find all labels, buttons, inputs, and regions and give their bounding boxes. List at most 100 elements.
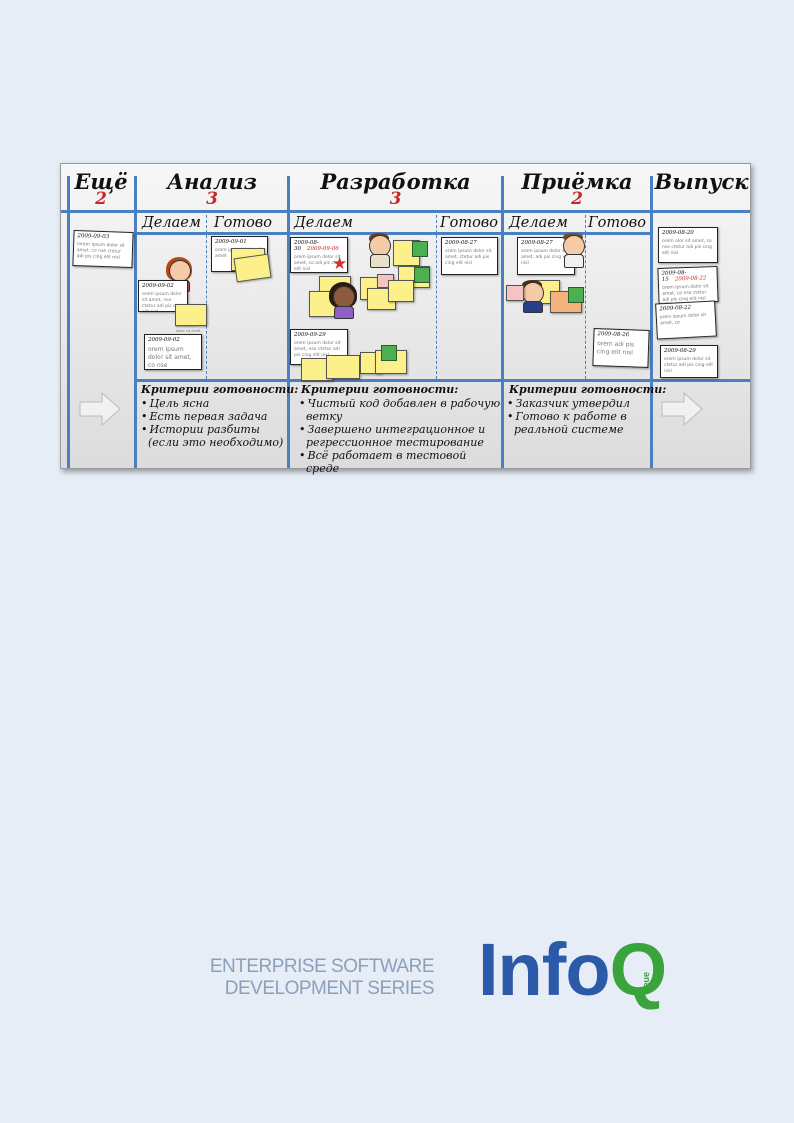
green-marker — [381, 345, 397, 361]
column-divider — [650, 176, 653, 468]
column-divider — [287, 176, 290, 468]
criteria-item: Всё работает в тестовой среде — [299, 449, 501, 475]
task-card: 2009-08-20 orem olor sit amet, co nse ct… — [658, 227, 718, 263]
criteria-item: Заказчик утвердил — [507, 397, 647, 410]
task-card: 2009-08-26 orem adi pis cing elit nisl — [592, 328, 650, 368]
criteria-item: Истории разбиты (если это необходимо) — [141, 423, 286, 449]
criteria-line — [136, 379, 750, 382]
sticky-note — [388, 280, 414, 302]
card-date-due: 2009-09-06 — [307, 246, 339, 252]
criteria-list-development: Чистый код добавлен в рабочую ветку Заве… — [299, 397, 501, 475]
avatar — [520, 280, 544, 313]
card-text: orem ipsum dolo! sit amet, co nse — [148, 346, 192, 369]
star-icon: ★ — [332, 254, 348, 274]
card-text: orem olor sit amet, co nse ctetur adi pi… — [662, 239, 712, 256]
column-divider — [67, 176, 70, 468]
header-line — [61, 210, 750, 213]
avatar — [561, 233, 585, 268]
green-marker — [414, 267, 430, 283]
wip-limit-development: 3 — [389, 189, 402, 209]
criteria-item: Готово к работе в реальной системе — [507, 410, 647, 436]
card-date: 2009-08-26 — [597, 331, 630, 339]
column-divider — [134, 176, 137, 468]
task-card: 2009-08-29 orem ipsum dolor sit ctetur a… — [660, 345, 718, 378]
doing-done-divider — [206, 215, 207, 379]
avatar — [367, 233, 391, 268]
card-date: 2009-08-27 — [445, 240, 477, 246]
arrow-right-icon — [661, 391, 703, 427]
column-title-acceptance: Приёмка — [521, 169, 633, 194]
logo-info: Info — [478, 928, 611, 1011]
column-title-development: Разработка — [320, 169, 471, 194]
card-text: orem ipsum dolor sit amet, co — [659, 312, 707, 327]
criteria-title: Критерии готовности: — [301, 383, 459, 396]
wip-limit-more: 2 — [95, 189, 107, 209]
subheader-line — [136, 232, 650, 235]
task-card: 2009-09-02 orem ipsum dolo! sit amet, co… — [144, 334, 202, 370]
card-date: 2009-08-22 — [659, 304, 692, 313]
card-date: 2009-08-20 — [662, 230, 694, 236]
avatar — [166, 257, 192, 292]
card-date: 2009-08-27 — [521, 240, 553, 246]
card-text: orem ipsum dolor sit amet, ctetur adi pi… — [445, 249, 492, 266]
subheader-done: Готово — [588, 215, 646, 231]
column-title-release: Выпуск — [654, 169, 749, 194]
series-line-1: ENTERPRISE SOFTWARE — [209, 956, 435, 977]
logo-queue: ueue — [641, 971, 651, 993]
card-date: 2009-09-01 — [215, 239, 247, 245]
subheader-done: Готово — [440, 215, 498, 231]
criteria-item: Есть первая задача — [141, 410, 286, 423]
card-date: 2009-08-29 — [664, 348, 696, 354]
card-text: orem ipsum dolor sit ctetur adi pis cing… — [664, 357, 713, 374]
sticky-note — [233, 253, 272, 283]
subheader-doing: Делаем — [142, 215, 201, 231]
card-text: orem ipsum dolor sit amet, co adi pis ci… — [294, 255, 341, 272]
card-text: orem ipsum dolor sit amet, adi pis cing … — [521, 249, 570, 266]
column-title-analysis: Анализ — [166, 169, 258, 194]
criteria-list-acceptance: Заказчик утвердил Готово к работе в реал… — [507, 397, 647, 436]
green-marker — [412, 241, 428, 257]
card-date: 2009-09-02 — [142, 283, 174, 289]
subheader-doing: Делаем — [509, 215, 568, 231]
task-card: 2009-08-22 orem ipsum dolor sit amet, co — [655, 300, 717, 340]
criteria-title: Критерии готовности: — [141, 383, 299, 396]
card-text: orem adi pis cing elit nisl — [596, 340, 635, 357]
infoq-logo: InfoQ — [478, 928, 668, 1011]
task-card: 2009-08-27 orem ipsum dolor sit amet, ct… — [441, 237, 498, 275]
subheader-done: Готово — [214, 215, 272, 231]
series-line-2: DEVELOPMENT SERIES — [224, 978, 435, 999]
criteria-list-analysis: Цель ясна Есть первая задача Истории раз… — [141, 397, 286, 449]
green-marker — [568, 287, 584, 303]
card-text: orem ipsum dolor sit amet, nse ctetur ad… — [294, 341, 341, 358]
doing-done-divider — [436, 215, 437, 379]
sticky-note — [326, 355, 360, 379]
card-date-due: 2009-08-22 — [674, 275, 707, 283]
sticky-note — [506, 285, 524, 301]
kanban-board: Ещё 2 Анализ 3 Разработка 3 Приёмка 2 Вы… — [60, 163, 751, 475]
card-text: orem ipsum dolor sit amet, nse ctetur ad… — [142, 292, 183, 311]
wip-limit-analysis: 3 — [206, 189, 218, 209]
card-date: 2009-09-02 — [148, 337, 180, 343]
doing-done-divider — [585, 215, 586, 379]
avatar — [329, 282, 357, 319]
column-divider — [501, 176, 504, 468]
wip-limit-acceptance: 2 — [571, 189, 583, 209]
subheader-doing: Делаем — [294, 215, 353, 231]
criteria-item: Цель ясна — [141, 397, 286, 410]
column-title-more: Ещё — [74, 169, 128, 194]
sticky-note: orem ipsum dolor sit amet, co nse ctetur — [175, 304, 207, 337]
card-text: lorem ipsum dolor sit amet, co nse ctetu… — [76, 242, 125, 261]
card-date: 2009-09-29 — [294, 332, 326, 338]
arrow-right-icon — [79, 391, 121, 427]
logo-q: Q — [609, 928, 668, 1011]
card-date: 2009-09-03 — [77, 233, 110, 241]
criteria-title: Критерии готовности: — [509, 383, 667, 396]
task-card: 2009-09-03 lorem ipsum dolor sit amet, c… — [72, 229, 134, 269]
series-title: ENTERPRISE SOFTWARE DEVELOPMENT SERIES — [196, 956, 435, 1000]
criteria-item: Завершено интеграционное и регрессионное… — [299, 423, 501, 449]
criteria-item: Чистый код добавлен в рабочую ветку — [299, 397, 501, 423]
